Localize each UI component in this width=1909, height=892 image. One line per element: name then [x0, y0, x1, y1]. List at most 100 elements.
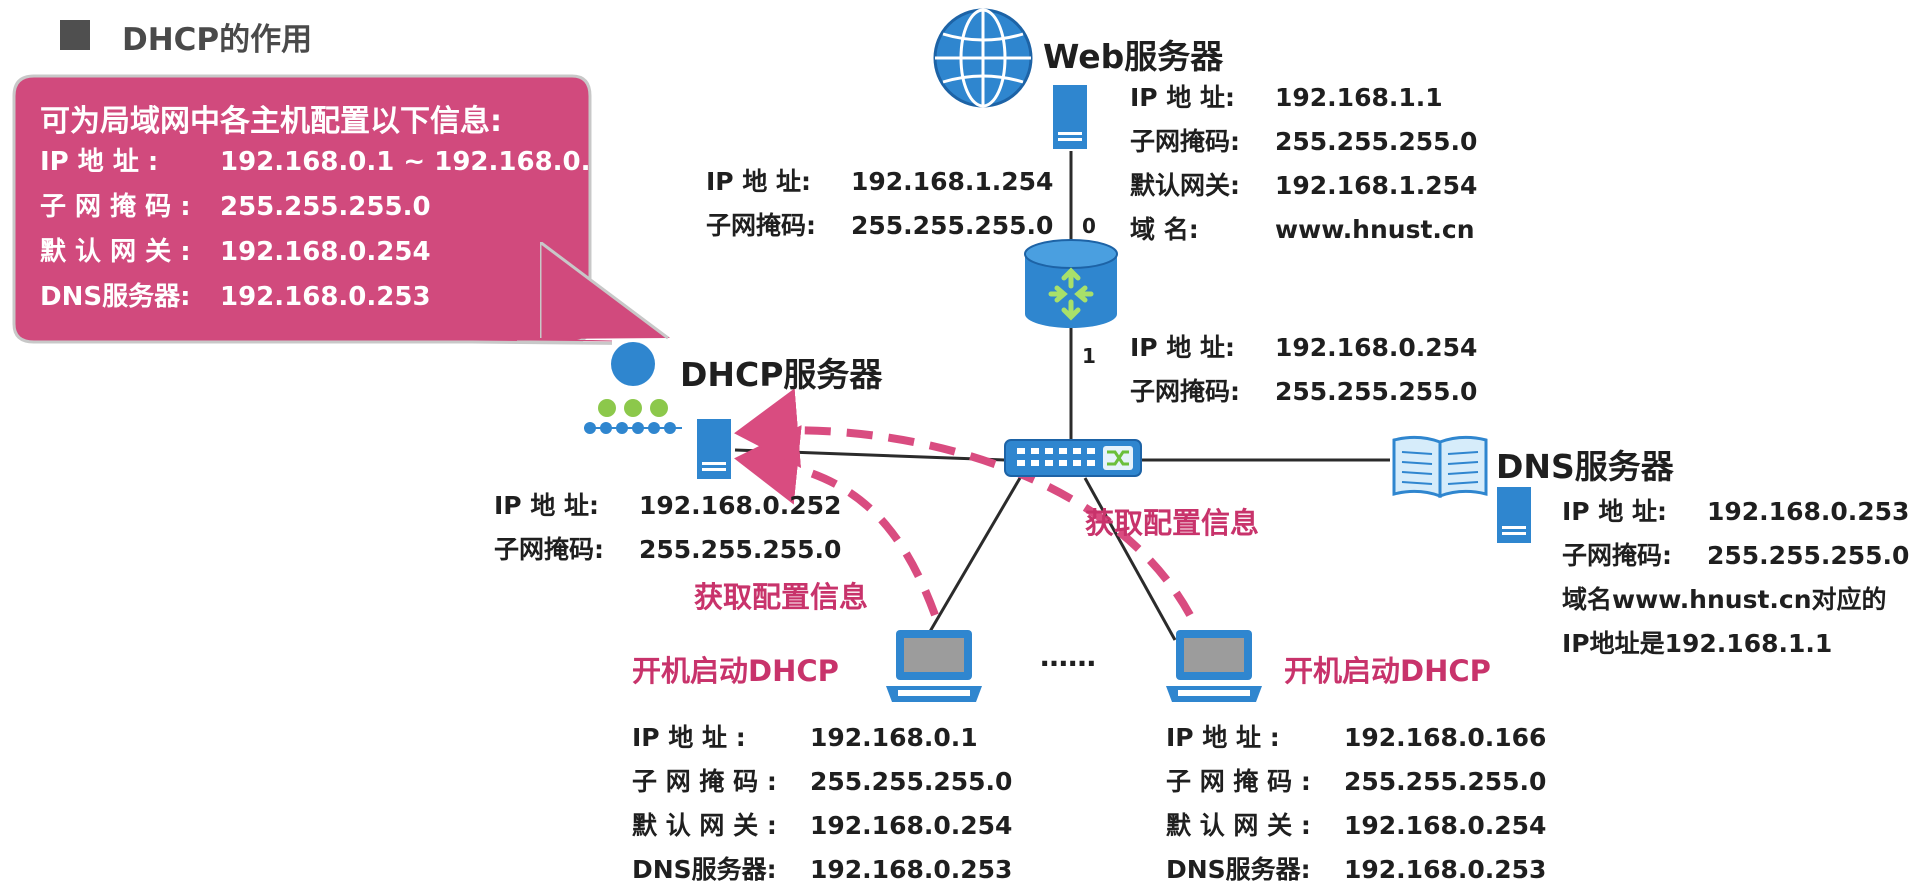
info-value: 255.255.255.0 — [1275, 377, 1478, 406]
dns-note-line2: IP地址是192.168.1.1 — [1562, 622, 1909, 666]
router-port-0: 0 — [1082, 214, 1096, 238]
info-value: 192.168.0.1 — [810, 723, 978, 752]
link-dhcp-switch — [734, 448, 1006, 462]
info-value: 192.168.0.253 — [1344, 855, 1547, 884]
callout-value: 192.168.0.253 — [220, 282, 431, 312]
info-value: 192.168.0.166 — [1344, 723, 1547, 752]
web-server-title: Web服务器 — [1043, 37, 1224, 76]
callout-value: 255.255.255.0 — [220, 192, 431, 222]
arrow-label-left: 获取配置信息 — [694, 580, 869, 614]
info-value: 192.168.1.254 — [851, 167, 1054, 196]
info-value: 192.168.0.253 — [1707, 497, 1909, 526]
info-row: IP 地 址: 192.168.0.253 — [1562, 490, 1909, 534]
info-row: 默认网关: 192.168.1.254 — [1130, 164, 1477, 208]
info-label: IP 地 址 : — [632, 723, 746, 752]
dhcp-server-title: DHCP服务器 — [680, 355, 883, 394]
info-label: 子网掩码: — [1562, 541, 1672, 570]
info-label: 子网掩码: — [1130, 377, 1240, 406]
web-server-tower-icon — [1051, 83, 1089, 151]
info-row: 域 名:www.hnust.cn — [1130, 208, 1477, 252]
dhcp-server-tower-icon — [695, 417, 733, 481]
dhcp-arrow-host2-upper — [734, 388, 1194, 617]
web-server-info: IP 地 址: 192.168.1.1 子网掩码: 255.255.255.0 默认… — [1130, 76, 1477, 252]
info-value: 192.168.0.253 — [810, 855, 1013, 884]
dns-server-info: IP 地 址:192.168.0.253 子网掩码:255.255.255.0 … — [1562, 490, 1909, 666]
router-port-1: 1 — [1082, 344, 1096, 368]
info-label: 子 网 掩 码 : — [1166, 767, 1311, 796]
info-row: IP 地 址 : 192.168.0.166 — [1166, 716, 1546, 760]
callout-label: 子 网 掩 码 : — [40, 192, 191, 222]
callout-row-gateway: 默 认 网 关 : 192.168.0.254 — [40, 230, 645, 275]
info-row: 子网掩码: 255.255.255.0 — [1562, 534, 1909, 578]
link-switch-host1 — [923, 477, 1022, 641]
info-note: IP地址是192.168.1.1 — [1562, 629, 1833, 658]
info-note: 域名www.hnust.cn对应的 — [1562, 585, 1887, 614]
info-row: IP 地 址: 192.168.0.252 — [494, 484, 841, 528]
laptop-icon — [1166, 630, 1262, 702]
info-row: 子网掩码: 255.255.255.0 — [706, 204, 1053, 248]
callout-row-ip: IP 地 址 :192.168.0.1 ~ 192.168.0.251 — [40, 140, 645, 185]
info-row: 子网掩码: 255.255.255.0 — [1130, 120, 1477, 164]
info-value: 255.255.255.0 — [851, 211, 1054, 240]
info-label: 子网掩码: — [706, 211, 816, 240]
info-label: 域 名: — [1130, 215, 1199, 244]
info-row: 子 网 掩 码 : 255.255.255.0 — [632, 760, 1012, 804]
info-label: 默 认 网 关 : — [1166, 811, 1311, 840]
header-square-icon — [60, 20, 90, 50]
info-label: IP 地 址: — [706, 167, 812, 196]
info-label: IP 地 址: — [494, 491, 600, 520]
info-label: IP 地 址: — [1130, 83, 1236, 112]
info-value: 255.255.255.0 — [639, 535, 842, 564]
info-label: 子网掩码: — [1130, 127, 1240, 156]
dns-server-tower-icon — [1495, 485, 1533, 545]
info-label: 子网掩码: — [494, 535, 604, 564]
info-row: 默 认 网 关 : 192.168.0.254 — [1166, 804, 1546, 848]
callout-value: 192.168.0.254 — [220, 237, 431, 267]
info-label: 默认网关: — [1130, 171, 1240, 200]
router-iface1-info: IP 地 址:192.168.0.254 子网掩码: 255.255.255.0 — [1130, 326, 1477, 414]
info-row: IP 地 址:192.168.0.254 — [1130, 326, 1477, 370]
info-row: 子 网 掩 码 : 255.255.255.0 — [1166, 760, 1546, 804]
info-row: DNS服务器: 192.168.0.253 — [1166, 848, 1546, 892]
info-label: 默 认 网 关 : — [632, 811, 777, 840]
info-row: IP 地 址: 192.168.1.1 — [1130, 76, 1477, 120]
host1-label: 开机启动DHCP — [632, 654, 839, 688]
info-value: 192.168.1.254 — [1275, 171, 1478, 200]
info-row: IP 地 址: 192.168.1.254 — [706, 160, 1053, 204]
info-label: IP 地 址: — [1130, 333, 1236, 362]
callout-label: 默 认 网 关 : — [40, 237, 191, 267]
host2-info: IP 地 址 : 192.168.0.166 子 网 掩 码 : 255.255.2… — [1166, 716, 1546, 892]
host1-info: IP 地 址 : 192.168.0.1 子 网 掩 码 : 255.255.255… — [632, 716, 1012, 892]
callout-row-mask: 子 网 掩 码 : 255.255.255.0 — [40, 185, 645, 230]
info-label: IP 地 址 : — [1166, 723, 1280, 752]
info-value: 255.255.255.0 — [810, 767, 1013, 796]
info-label: IP 地 址: — [1562, 497, 1668, 526]
page-title: DHCP的作用 — [122, 22, 313, 58]
info-value: 192.168.1.1 — [1275, 83, 1443, 112]
callout-heading: 可为局域网中各主机配置以下信息: — [40, 104, 502, 139]
info-value: 255.255.255.0 — [1275, 127, 1478, 156]
callout-bubble — [12, 74, 612, 345]
host2-label: 开机启动DHCP — [1284, 654, 1491, 688]
callout-label: IP 地 址 : — [40, 147, 159, 177]
info-row: DNS服务器:192.168.0.253 — [632, 848, 1012, 892]
link-switch-host2 — [1083, 477, 1177, 641]
info-row: 子网掩码: 255.255.255.0 — [1130, 370, 1477, 414]
info-value: 192.168.0.254 — [1344, 811, 1547, 840]
info-value: 255.255.255.0 — [1707, 541, 1909, 570]
callout-row-dns: DNS服务器: 192.168.0.253 — [40, 275, 645, 320]
info-label: 子 网 掩 码 : — [632, 767, 777, 796]
switch-icon — [1004, 439, 1142, 477]
info-row: IP 地 址 : 192.168.0.1 — [632, 716, 1012, 760]
arrow-label-right: 获取配置信息 — [1085, 506, 1260, 540]
info-row: 默 认 网 关 :192.168.0.254 — [632, 804, 1012, 848]
dhcp-server-info: IP 地 址: 192.168.0.252 子网掩码: 255.255.255.0 — [494, 484, 841, 572]
info-value: 192.168.0.252 — [639, 491, 842, 520]
info-label: DNS服务器: — [1166, 855, 1311, 884]
info-value: 255.255.255.0 — [1344, 767, 1547, 796]
dhcp-people-icon — [584, 342, 682, 434]
callout-tail — [540, 242, 670, 340]
dns-note-line1: 域名www.hnust.cn对应的 — [1562, 578, 1909, 622]
callout-label: DNS服务器: — [40, 282, 191, 312]
